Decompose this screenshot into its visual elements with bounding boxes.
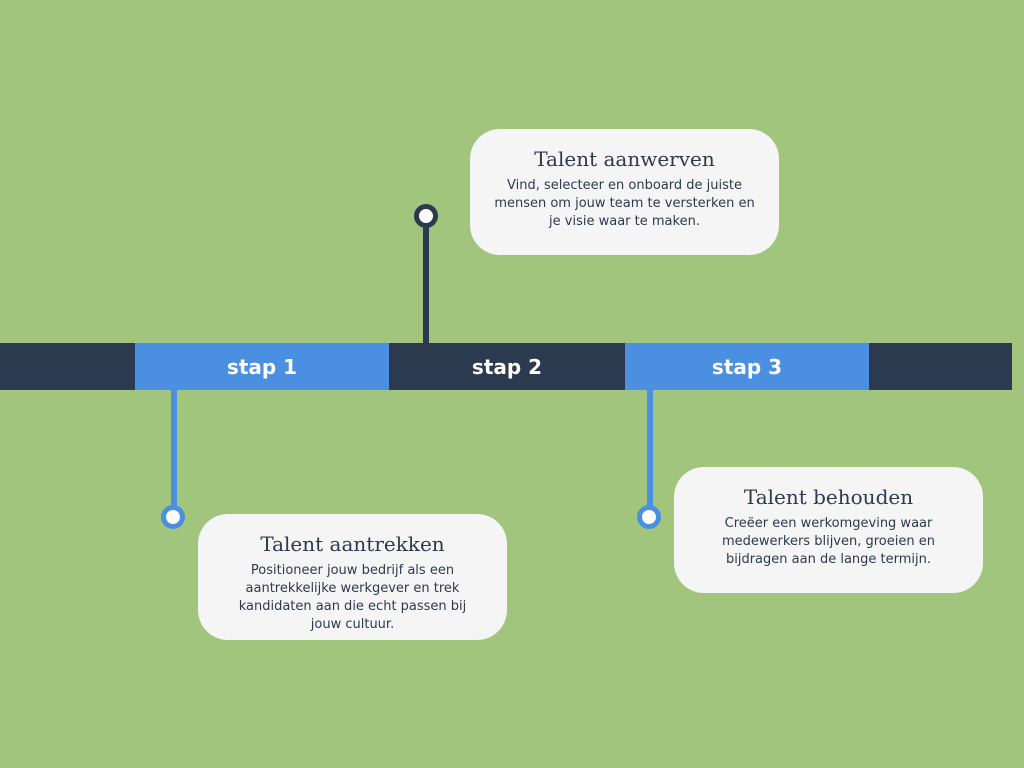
step-1-connector <box>171 390 177 508</box>
step-2-connector <box>423 222 429 343</box>
step-3-segment: stap 3 <box>625 343 869 390</box>
step-2-title: Talent aanwerven <box>534 147 715 171</box>
step-2-segment: stap 2 <box>389 343 625 390</box>
step-1-card: Talent aantrekken Positioneer jouw bedri… <box>198 514 507 640</box>
step-3-card: Talent behouden Creëer een werkomgeving … <box>674 467 983 593</box>
step-3-label: stap 3 <box>711 354 783 379</box>
step-3-node <box>637 505 661 529</box>
step-2-label: stap 2 <box>471 354 543 379</box>
step-1-description: Positioneer jouw bedrijf als een aantrek… <box>238 563 467 632</box>
step-1-title: Talent aantrekken <box>260 532 445 556</box>
step-3-description: Creëer een werkomgeving waar medewerkers… <box>722 516 935 567</box>
step-3-connector <box>647 390 653 508</box>
step-3-title: Talent behouden <box>743 485 914 509</box>
step-2-node <box>414 204 438 228</box>
step-2-card: Talent aanwerven Vind, selecteer en onbo… <box>470 129 779 255</box>
step-1-node <box>161 505 185 529</box>
step-2-description: Vind, selecteer en onboard de juiste men… <box>494 178 755 229</box>
step-1-label: stap 1 <box>226 354 298 379</box>
step-1-segment: stap 1 <box>135 343 389 390</box>
